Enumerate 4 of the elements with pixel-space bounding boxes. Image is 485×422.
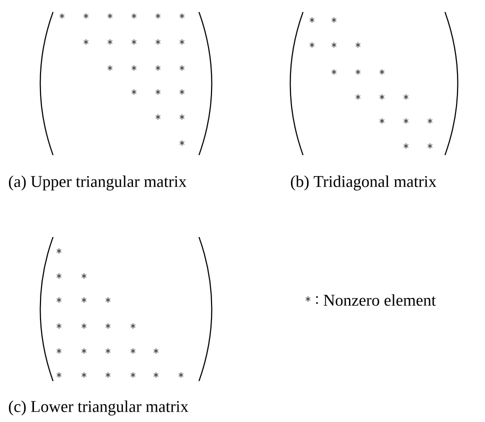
caption: (c) Lower triangular matrix — [8, 400, 188, 416]
legend-text: Nonzero element — [324, 294, 436, 306]
caption: (b) Tridiagonal matrix — [290, 176, 436, 190]
caption: (a) Upper triangular matrix — [8, 176, 186, 190]
